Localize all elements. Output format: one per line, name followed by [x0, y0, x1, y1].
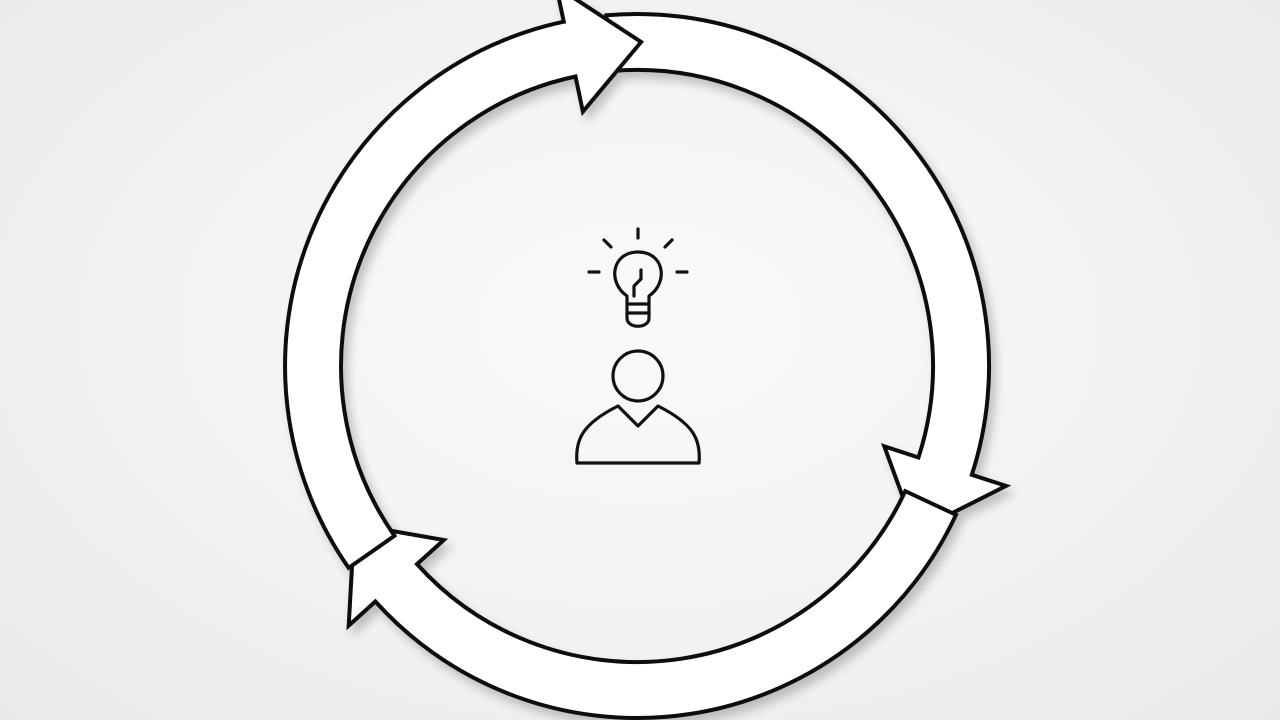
cycle-arrow-2 [346, 488, 959, 720]
cycle-arrow-3 [283, 0, 645, 571]
cycle-ring [283, 0, 1012, 720]
lightbulb-icon [587, 227, 689, 328]
person-icon [575, 349, 701, 465]
cycle-arrow-1 [604, 11, 1012, 535]
center-icon-group [575, 227, 701, 465]
